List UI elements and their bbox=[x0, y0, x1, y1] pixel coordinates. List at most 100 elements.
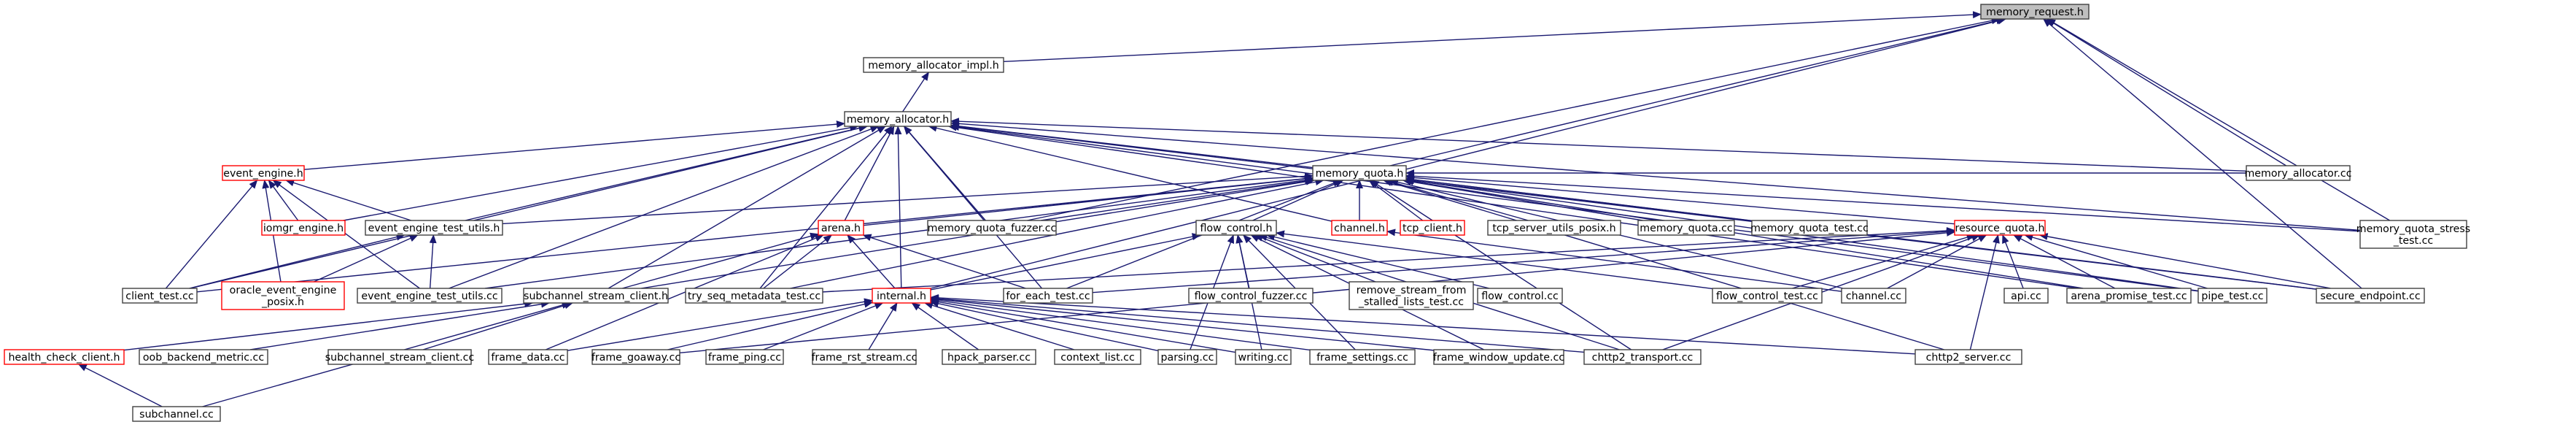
node-try-seq[interactable]: try_seq_metadata_test.cc bbox=[685, 288, 823, 304]
node-frame-data[interactable]: frame_data.cc bbox=[488, 349, 568, 365]
node-label: arena_promise_test.cc bbox=[2071, 291, 2187, 302]
node-parsing[interactable]: parsing.cc bbox=[1157, 349, 1217, 365]
node-box bbox=[1433, 349, 1564, 365]
node-label: writing.cc bbox=[1238, 352, 1289, 364]
node-label: memory_quota.cc bbox=[1640, 223, 1732, 234]
node-label: subchannel.cc bbox=[139, 409, 214, 421]
node-internal[interactable]: internal.h bbox=[872, 288, 931, 304]
node-channel-h[interactable]: channel.h bbox=[1331, 220, 1388, 236]
node-label: _stalled_lists_test.cc bbox=[1358, 296, 1464, 308]
node-label: memory_allocator.cc bbox=[2244, 168, 2351, 180]
node-label: frame_rst_stream.cc bbox=[812, 352, 917, 364]
node-box bbox=[139, 349, 268, 365]
node-label: memory_allocator_impl.h bbox=[868, 60, 999, 72]
edge-hpack_parser-to-internal bbox=[911, 302, 979, 350]
node-writing[interactable]: writing.cc bbox=[1235, 349, 1292, 365]
node-box bbox=[863, 57, 1004, 73]
node-label: context_list.cc bbox=[1060, 352, 1135, 364]
node-pipe-test[interactable]: pipe_test.cc bbox=[2197, 288, 2267, 304]
node-frame-window-update[interactable]: frame_window_update.cc bbox=[1433, 349, 1564, 365]
node-box bbox=[1751, 220, 1868, 236]
node-flow-control-cc[interactable]: flow_control.cc bbox=[1477, 288, 1563, 304]
node-label: for_each_test.cc bbox=[1006, 291, 1090, 302]
node-for-each[interactable]: for_each_test.cc bbox=[1003, 288, 1093, 304]
node-memory-allocator-impl[interactable]: memory_allocator_impl.h bbox=[863, 57, 1004, 73]
node-memory-allocator-cc[interactable]: memory_allocator.cc bbox=[2244, 165, 2352, 181]
node-hpack-parser[interactable]: hpack_parser.cc bbox=[942, 349, 1036, 365]
node-memory-quota-fuzzer[interactable]: memory_quota_fuzzer.cc bbox=[927, 220, 1057, 236]
node-layer: memory_request.h memory_allocator_impl.hm… bbox=[4, 4, 2470, 422]
node-label: memory_quota_stress bbox=[2356, 223, 2470, 235]
node-box bbox=[1003, 288, 1093, 304]
node-box bbox=[2003, 288, 2049, 304]
edge-secure_endpoint-to-resource_quota bbox=[2038, 233, 2331, 289]
node-label: event_engine_test_utils.h bbox=[368, 223, 500, 234]
edge-memory_quota_fuzzer-to-memory_request bbox=[1027, 17, 2001, 221]
node-memory-allocator[interactable]: memory_allocator.h bbox=[844, 111, 952, 127]
node-memory-request[interactable]: memory_request.h bbox=[1980, 4, 2090, 20]
node-box bbox=[1637, 220, 1735, 236]
node-memory-quota-cc[interactable]: memory_quota.cc bbox=[1637, 220, 1735, 236]
node-box bbox=[488, 349, 568, 365]
node-chttp2-transport[interactable]: chttp2_transport.cc bbox=[1583, 349, 1702, 365]
node-tcp-server-utils[interactable]: tcp_server_utils_posix.h bbox=[1487, 220, 1621, 236]
node-subchannel-stream-client-h[interactable]: subchannel_stream_client.h bbox=[523, 288, 669, 304]
node-chttp2-server[interactable]: chttp2_server.cc bbox=[1914, 349, 2022, 365]
node-channel-cc[interactable]: channel.cc bbox=[1841, 288, 1906, 304]
node-subchannel-cc[interactable]: subchannel.cc bbox=[132, 406, 221, 422]
node-box bbox=[872, 288, 931, 304]
node-health-check-client[interactable]: health_check_client.h bbox=[4, 349, 125, 365]
node-frame-ping[interactable]: frame_ping.cc bbox=[705, 349, 784, 365]
node-label: memory_allocator.h bbox=[847, 114, 949, 126]
edge-writing-to-internal bbox=[930, 298, 1236, 353]
node-box bbox=[1331, 220, 1388, 236]
node-context-list[interactable]: context_list.cc bbox=[1054, 349, 1141, 365]
edge-client_test-to-memory_quota bbox=[196, 174, 1314, 293]
edge-frame_goaway-to-internal bbox=[667, 300, 873, 350]
node-event-engine-test-utils-h[interactable]: event_engine_test_utils.h bbox=[365, 220, 503, 236]
node-label: channel.cc bbox=[1846, 291, 1901, 302]
edge-chttp2_transport-to-internal bbox=[930, 295, 1585, 353]
node-label: pipe_test.cc bbox=[2201, 291, 2263, 302]
edge-arena_promise_test-to-resource_quota bbox=[2013, 234, 2116, 289]
node-label: frame_goaway.cc bbox=[591, 352, 680, 364]
node-frame-goaway[interactable]: frame_goaway.cc bbox=[591, 349, 680, 365]
edge-client_test-to-event_engine_test_utils_h bbox=[189, 233, 406, 289]
node-tcp-client[interactable]: tcp_client.h bbox=[1400, 220, 1465, 236]
node-flow-control[interactable]: flow_control.h bbox=[1195, 220, 1277, 236]
edge-flow_control-to-memory_quota bbox=[1252, 180, 1344, 221]
node-event-engine-test-utils-cc[interactable]: event_engine_test_utils.cc bbox=[357, 288, 503, 304]
node-box bbox=[222, 165, 305, 181]
node-event-engine[interactable]: event_engine.h bbox=[222, 165, 305, 181]
node-frame-settings[interactable]: frame_settings.cc bbox=[1309, 349, 1416, 365]
node-box bbox=[1157, 349, 1217, 365]
edge-event_engine-to-memory_allocator bbox=[303, 120, 845, 170]
node-box bbox=[1583, 349, 1702, 365]
node-resource-quota[interactable]: resource_quota.h bbox=[1954, 220, 2046, 236]
edge-event_engine_test_utils_h-to-memory_quota bbox=[502, 172, 1314, 225]
node-api-cc[interactable]: api.cc bbox=[2003, 288, 2049, 304]
node-box bbox=[1487, 220, 1621, 236]
node-flow-control-fuzzer[interactable]: flow_control_fuzzer.cc bbox=[1188, 288, 1314, 304]
node-arena[interactable]: arena.h bbox=[818, 220, 864, 236]
edge-chttp2_server-to-resource_quota bbox=[1969, 234, 2000, 350]
edge-subchannel_stream_client_h-to-memory_allocator bbox=[608, 126, 886, 289]
node-secure-endpoint[interactable]: secure_endpoint.cc bbox=[2316, 288, 2425, 304]
node-box bbox=[1712, 288, 1823, 304]
node-memory-quota-stress[interactable]: memory_quota_stress_test.cc bbox=[2356, 220, 2470, 249]
node-subchannel-stream-client-cc[interactable]: subchannel_stream_client.cc bbox=[325, 349, 475, 365]
node-flow-control-test[interactable]: flow_control_test.cc bbox=[1712, 288, 1823, 304]
node-frame-rst-stream[interactable]: frame_rst_stream.cc bbox=[812, 349, 917, 365]
node-iomgr-engine[interactable]: iomgr_engine.h bbox=[261, 220, 346, 236]
node-box bbox=[357, 288, 503, 304]
node-oracle-event-engine[interactable]: oracle_event_engine_posix.h bbox=[221, 281, 345, 310]
node-memory-quota-test[interactable]: memory_quota_test.cc bbox=[1750, 220, 1869, 236]
node-memory-quota[interactable]: memory_quota.h bbox=[1312, 165, 1407, 181]
node-label: arena.h bbox=[821, 223, 861, 234]
node-box bbox=[327, 349, 472, 365]
node-remove-stream[interactable]: remove_stream_from_stalled_lists_test.cc bbox=[1349, 281, 1474, 310]
node-oob-backend-metric[interactable]: oob_backend_metric.cc bbox=[139, 349, 268, 365]
node-client-test[interactable]: client_test.cc bbox=[122, 288, 198, 304]
node-box bbox=[523, 288, 669, 304]
node-arena-promise-test[interactable]: arena_promise_test.cc bbox=[2066, 288, 2192, 304]
